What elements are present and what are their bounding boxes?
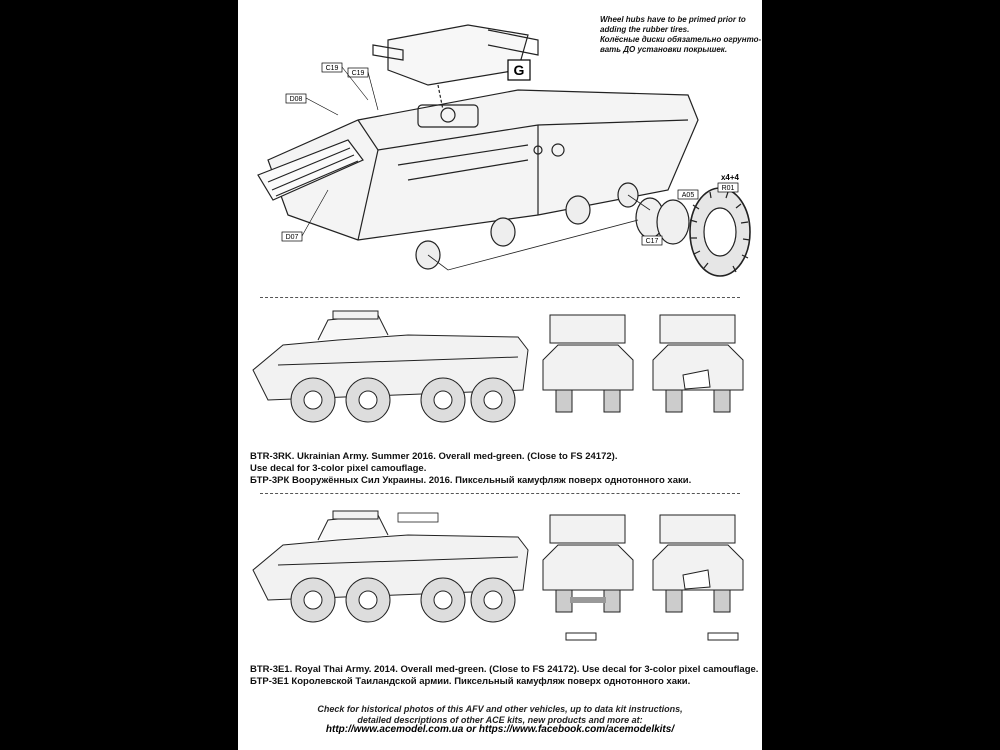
- divider: [260, 297, 740, 298]
- step-badge: [507, 59, 531, 81]
- scheme1-caption: BTR-3RK. Ukrainian Army. Summer 2016. Ov…: [250, 451, 691, 487]
- note-line: Колёсные диски обязательно огрунто-: [600, 35, 762, 44]
- footer-line: Check for historical photos of this AFV …: [317, 704, 683, 714]
- note-line: Wheel hubs have to be primed prior to: [600, 15, 746, 24]
- part-label: A05: [682, 192, 695, 199]
- caption-line: BTR-3RK. Ukrainian Army. Summer 2016. Ov…: [250, 451, 618, 462]
- caption-line: Use decal for 3-color pixel camouflage.: [250, 463, 427, 474]
- note-line: вать ДО установки покрышек.: [600, 45, 728, 54]
- scheme1-views: [252, 310, 744, 423]
- divider: [260, 493, 740, 494]
- caption-line: BTR-3E1. Royal Thai Army. 2014. Overall …: [250, 664, 759, 675]
- footer: Check for historical photos of this AFV …: [238, 704, 762, 736]
- caption-line: БТР-3Е1 Королевской Таиландской армии. П…: [250, 676, 691, 687]
- part-label: D07: [286, 234, 299, 241]
- scheme2-caption: BTR-3E1. Royal Thai Army. 2014. Overall …: [250, 664, 758, 688]
- footer-line: detailed descriptions of other ACE kits,…: [357, 714, 643, 725]
- part-label: D08: [290, 96, 303, 103]
- caption-line: БТР-3РК Вооружённых Сил Украины. 2016. П…: [250, 475, 692, 486]
- scheme2-views: [252, 510, 744, 641]
- part-label: R01: [722, 185, 735, 192]
- part-label: C19: [326, 65, 339, 72]
- wheel-hub-note: Wheel hubs have to be primed prior to ad…: [600, 15, 762, 55]
- part-label: C17: [646, 238, 659, 245]
- assembly-drawing: G C19 C19 D08 D07 A05 R01 C17 x4+4: [257, 24, 751, 277]
- part-label: C19: [352, 70, 365, 77]
- step-badge-label: G: [514, 62, 525, 78]
- website-links[interactable]: http://www.acemodel.com.ua or https://ww…: [325, 724, 675, 735]
- quantity-label: x4+4: [721, 173, 740, 182]
- note-line: adding the rubber tires.: [600, 25, 690, 34]
